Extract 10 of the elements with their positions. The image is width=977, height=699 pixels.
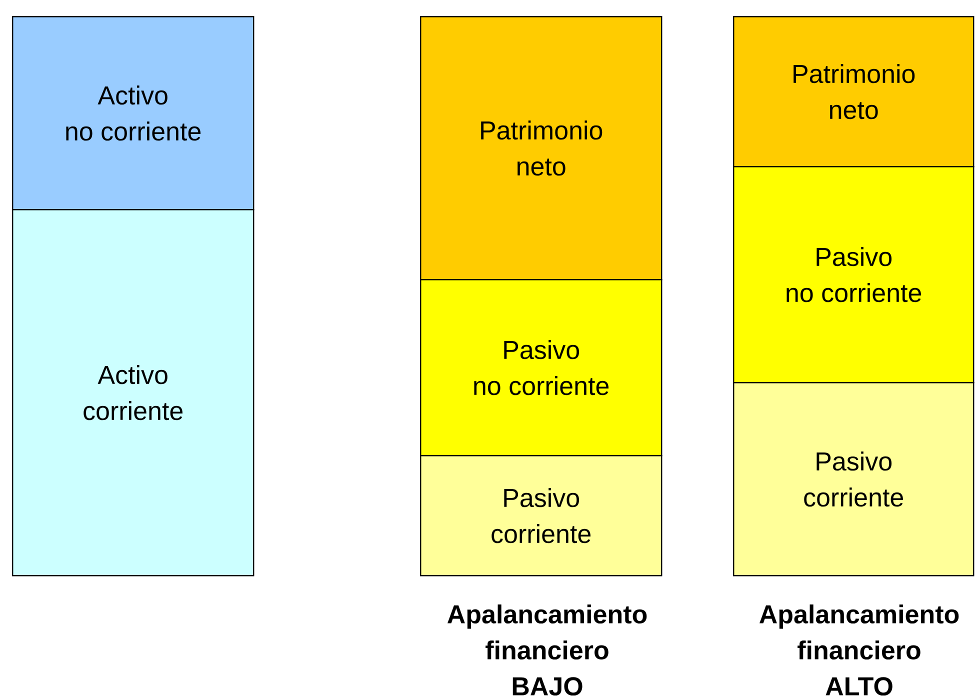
balance-block: Patrimonio neto [420,16,662,280]
balance-block: Pasivo no corriente [420,279,662,456]
caption: Apalancamiento financiero ALTO [760,604,959,696]
balance-block: Patrimonio neto [733,16,974,168]
balance-block: Activo corriente [12,209,254,576]
caption: Apalancamiento financiero BAJO [448,604,647,696]
balance-block: Pasivo corriente [733,382,974,576]
balance-block: Activo no corriente [12,16,254,210]
balance-block: Pasivo corriente [420,455,662,576]
balance-block: Pasivo no corriente [733,166,974,384]
